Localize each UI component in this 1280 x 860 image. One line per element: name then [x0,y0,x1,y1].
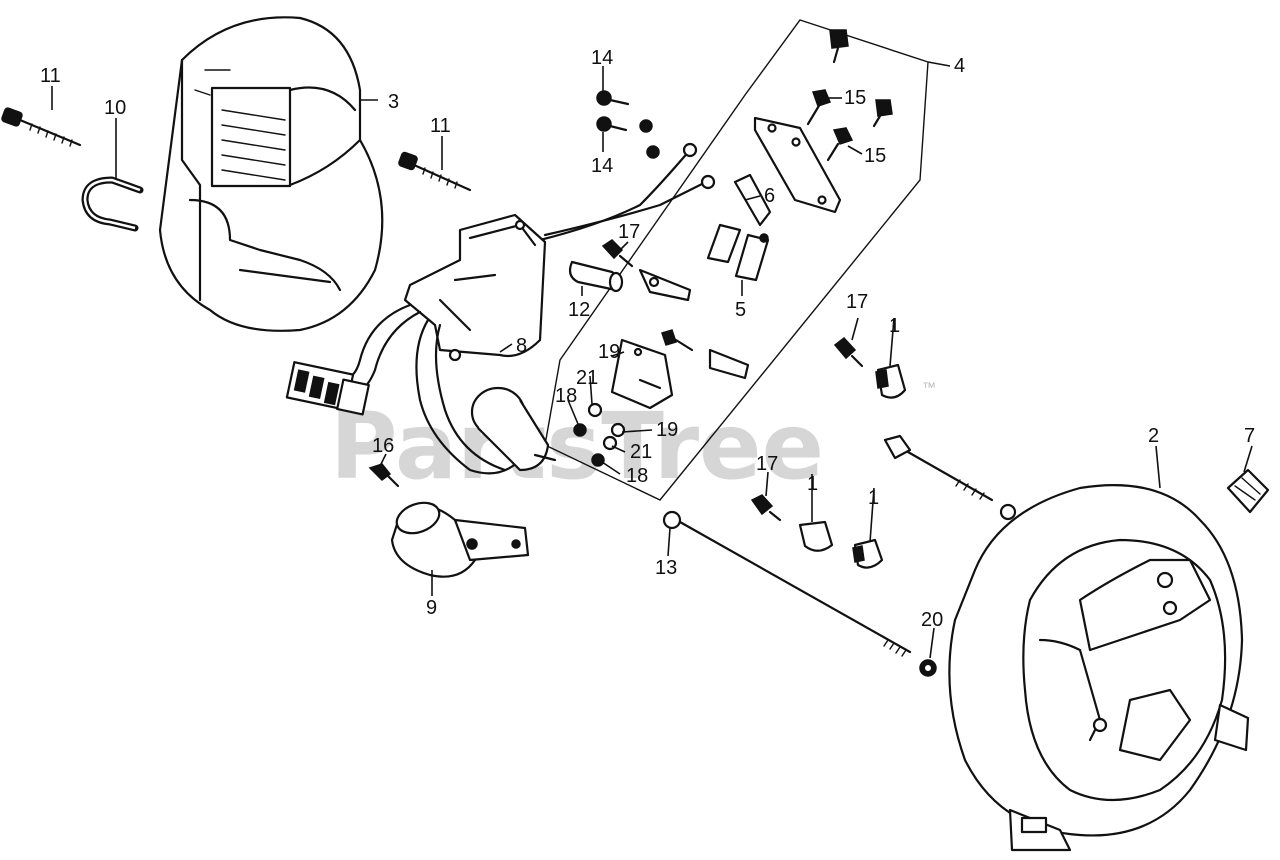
callout-4: 4 [954,55,965,77]
callout-14: 14 [591,155,613,177]
bolt-part-right [883,434,1017,521]
washer-part-20-hole [925,665,931,671]
callout-11: 11 [430,115,451,137]
condenser-part-9 [390,501,530,578]
screw-part-16 [368,463,400,488]
callout-11: 11 [40,65,61,87]
callout-8: 8 [516,335,527,357]
callout-17: 17 [756,453,778,475]
clamp-parts-1 [798,363,907,569]
callout-14: 14 [591,47,613,69]
bolt-part-11a [1,107,82,147]
panel-outline [544,19,929,501]
callout-21: 21 [630,441,652,463]
callout-1: 1 [868,487,879,509]
callout-1: 1 [889,315,900,337]
capacitor [470,386,557,472]
callout-16: 16 [372,435,394,457]
callout-19: 19 [656,419,678,441]
callout-3: 3 [388,91,399,113]
callout-2: 2 [1148,425,1159,447]
nuts-washers-18-21 [573,402,626,467]
callout-1: 1 [807,473,818,495]
screw-parts-17 [601,239,864,522]
bolt-part-11b [398,151,472,192]
long-bolt-part-13 [662,510,912,657]
callout-labels: 11 10 3 11 14 14 4 15 15 6 5 17 12 8 19 … [40,47,1255,631]
screw-parts-15 [806,29,893,162]
callout-15: 15 [864,145,886,167]
callout-5: 5 [735,299,746,321]
housing-part-2 [948,484,1250,852]
callout-18: 18 [626,465,648,487]
callout-12: 12 [568,299,590,321]
wire-harness [538,142,716,242]
callout-21: 21 [576,367,598,389]
screw-parts-14 [596,90,660,159]
clip-part-7 [1226,468,1270,514]
watermark-trademark: ™ [922,379,936,395]
connector-plug [285,361,370,416]
u-clip-part-10 [81,176,144,232]
terminal-part-19 [610,338,674,410]
leader-lines [51,61,1253,659]
callout-17: 17 [846,291,868,313]
fan-cover-part [158,16,384,332]
callout-18: 18 [555,385,577,407]
watermark-text: PartsTree [330,393,824,500]
callout-17: 17 [618,221,640,243]
callout-9: 9 [426,597,437,619]
callout-10: 10 [104,97,126,119]
callout-7: 7 [1244,425,1255,447]
callout-20: 20 [921,609,943,631]
tube-part-12 [568,260,624,293]
callout-19: 19 [598,341,620,363]
callout-6: 6 [764,185,775,207]
panel-components [638,116,842,380]
callout-13: 13 [655,557,677,579]
callout-15: 15 [844,87,866,109]
